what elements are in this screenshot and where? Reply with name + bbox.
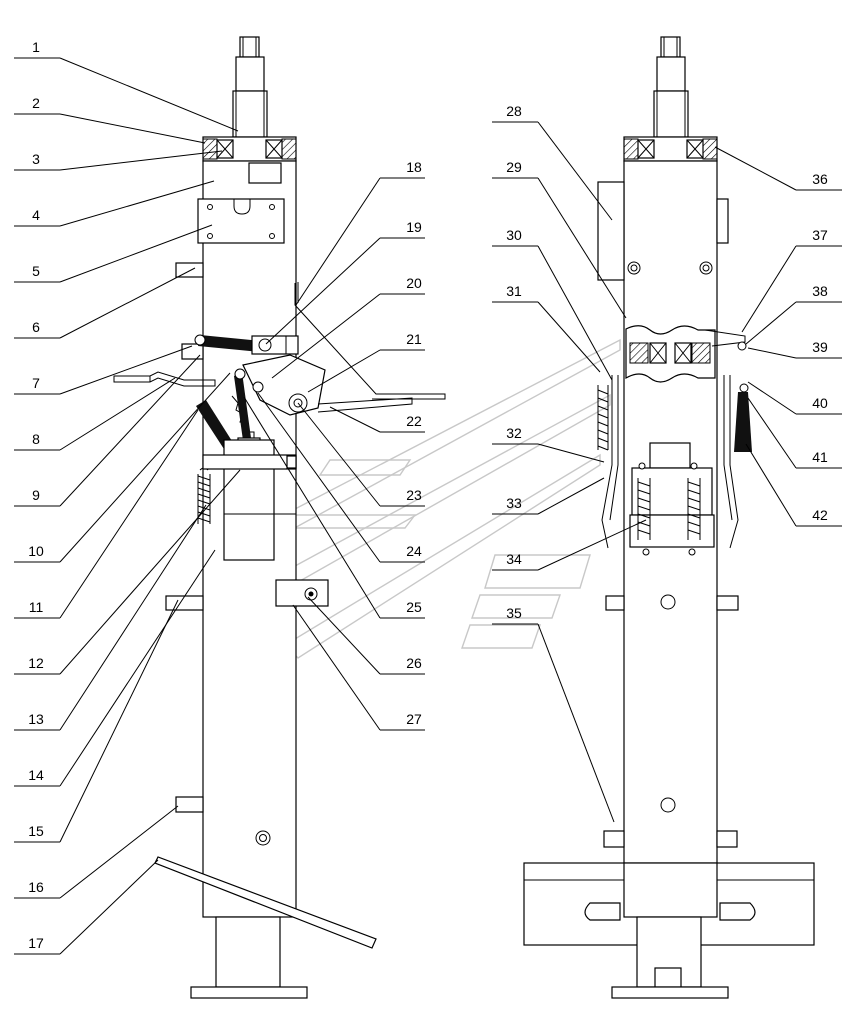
leader-line <box>745 301 797 345</box>
leader-line <box>537 245 613 381</box>
leader-line <box>537 477 605 515</box>
part-number-label: 40 <box>812 395 828 411</box>
leader-line <box>295 177 381 306</box>
leader-line <box>714 146 797 191</box>
part-number-label: 36 <box>812 171 828 187</box>
part-number-label: 10 <box>28 543 44 559</box>
part-number-label: 37 <box>812 227 828 243</box>
part-number-label: 13 <box>28 711 44 727</box>
part-number-label: 9 <box>32 487 40 503</box>
part-number-label: 3 <box>32 151 40 167</box>
spring-left <box>197 467 211 524</box>
spring-side-left <box>597 385 609 451</box>
leader-line <box>257 392 381 563</box>
part-number-label: 12 <box>28 655 44 671</box>
leader-line <box>537 177 627 319</box>
leader-line <box>307 596 381 675</box>
leader-line <box>59 267 196 339</box>
leader-line <box>59 504 207 731</box>
part-number-label: 16 <box>28 879 44 895</box>
leader-line <box>329 406 381 433</box>
part-number-label: 38 <box>812 283 828 299</box>
leader-line <box>537 121 613 221</box>
leader-line <box>537 623 615 823</box>
leader-line <box>59 354 201 507</box>
leader-line <box>59 57 239 132</box>
leader-line <box>745 443 797 527</box>
part-number-label: 22 <box>406 413 422 429</box>
part-number-label: 34 <box>506 551 522 567</box>
part-number-label: 33 <box>506 495 522 511</box>
part-number-label: 23 <box>406 487 422 503</box>
part-number-label: 15 <box>28 823 44 839</box>
leader-line <box>292 604 381 731</box>
part-number-label: 14 <box>28 767 44 783</box>
part-number-label: 19 <box>406 219 422 235</box>
part-number-label: 31 <box>506 283 522 299</box>
leader-line <box>59 345 193 395</box>
leader-line <box>537 301 601 373</box>
leader-line <box>59 180 215 227</box>
part-number-label: 24 <box>406 543 422 559</box>
part-number-label: 21 <box>406 331 422 347</box>
part-number-label: 7 <box>32 375 40 391</box>
leader-line <box>59 372 231 563</box>
left-view-assembly <box>113 36 446 999</box>
leader-line <box>265 237 381 345</box>
right-view-assembly <box>523 36 815 999</box>
part-number-label: 27 <box>406 711 422 727</box>
leader-line <box>307 349 381 393</box>
leader-line <box>59 409 199 619</box>
leader-line <box>297 402 381 507</box>
part-number-label: 29 <box>506 159 522 175</box>
leader-line <box>59 150 223 171</box>
part-number-label: 28 <box>506 103 522 119</box>
leader-line <box>59 859 159 955</box>
part-number-label: 35 <box>506 605 522 621</box>
part-number-label: 6 <box>32 319 40 335</box>
part-number-label: 18 <box>406 159 422 175</box>
leader-line <box>741 245 797 333</box>
leader-line <box>271 293 381 379</box>
part-number-label: 1 <box>32 39 40 55</box>
part-number-label: 32 <box>506 425 522 441</box>
part-number-label: 17 <box>28 935 44 951</box>
part-number-label: 20 <box>406 275 422 291</box>
part-number-label: 5 <box>32 263 40 279</box>
part-number-label: 4 <box>32 207 40 223</box>
part-number-label: 11 <box>29 599 44 615</box>
part-number-label: 30 <box>506 227 522 243</box>
leader-line <box>243 396 381 619</box>
leader-line <box>537 519 647 571</box>
leader-line <box>59 469 241 675</box>
leader-line <box>747 347 797 359</box>
leader-lines <box>14 57 842 955</box>
part-number-label: 26 <box>406 655 422 671</box>
leader-line <box>59 549 216 787</box>
spring-center-left <box>637 462 651 556</box>
part-number-label: 8 <box>32 431 40 447</box>
leader-line <box>747 381 797 415</box>
part-labels: 1234567891011121314151617181920212223242… <box>28 39 828 951</box>
leader-line <box>59 224 213 283</box>
leader-line <box>59 113 206 144</box>
leader-line <box>59 805 179 899</box>
part-number-label: 41 <box>812 449 828 465</box>
part-number-label: 25 <box>406 599 422 615</box>
leader-line <box>537 443 605 463</box>
part-number-label: 39 <box>812 339 828 355</box>
leader-line <box>59 599 179 843</box>
part-number-label: 42 <box>812 507 828 523</box>
leader-line <box>747 397 797 469</box>
leader-line <box>59 377 176 451</box>
spring-center-right <box>687 462 701 556</box>
part-number-label: 2 <box>32 95 40 111</box>
